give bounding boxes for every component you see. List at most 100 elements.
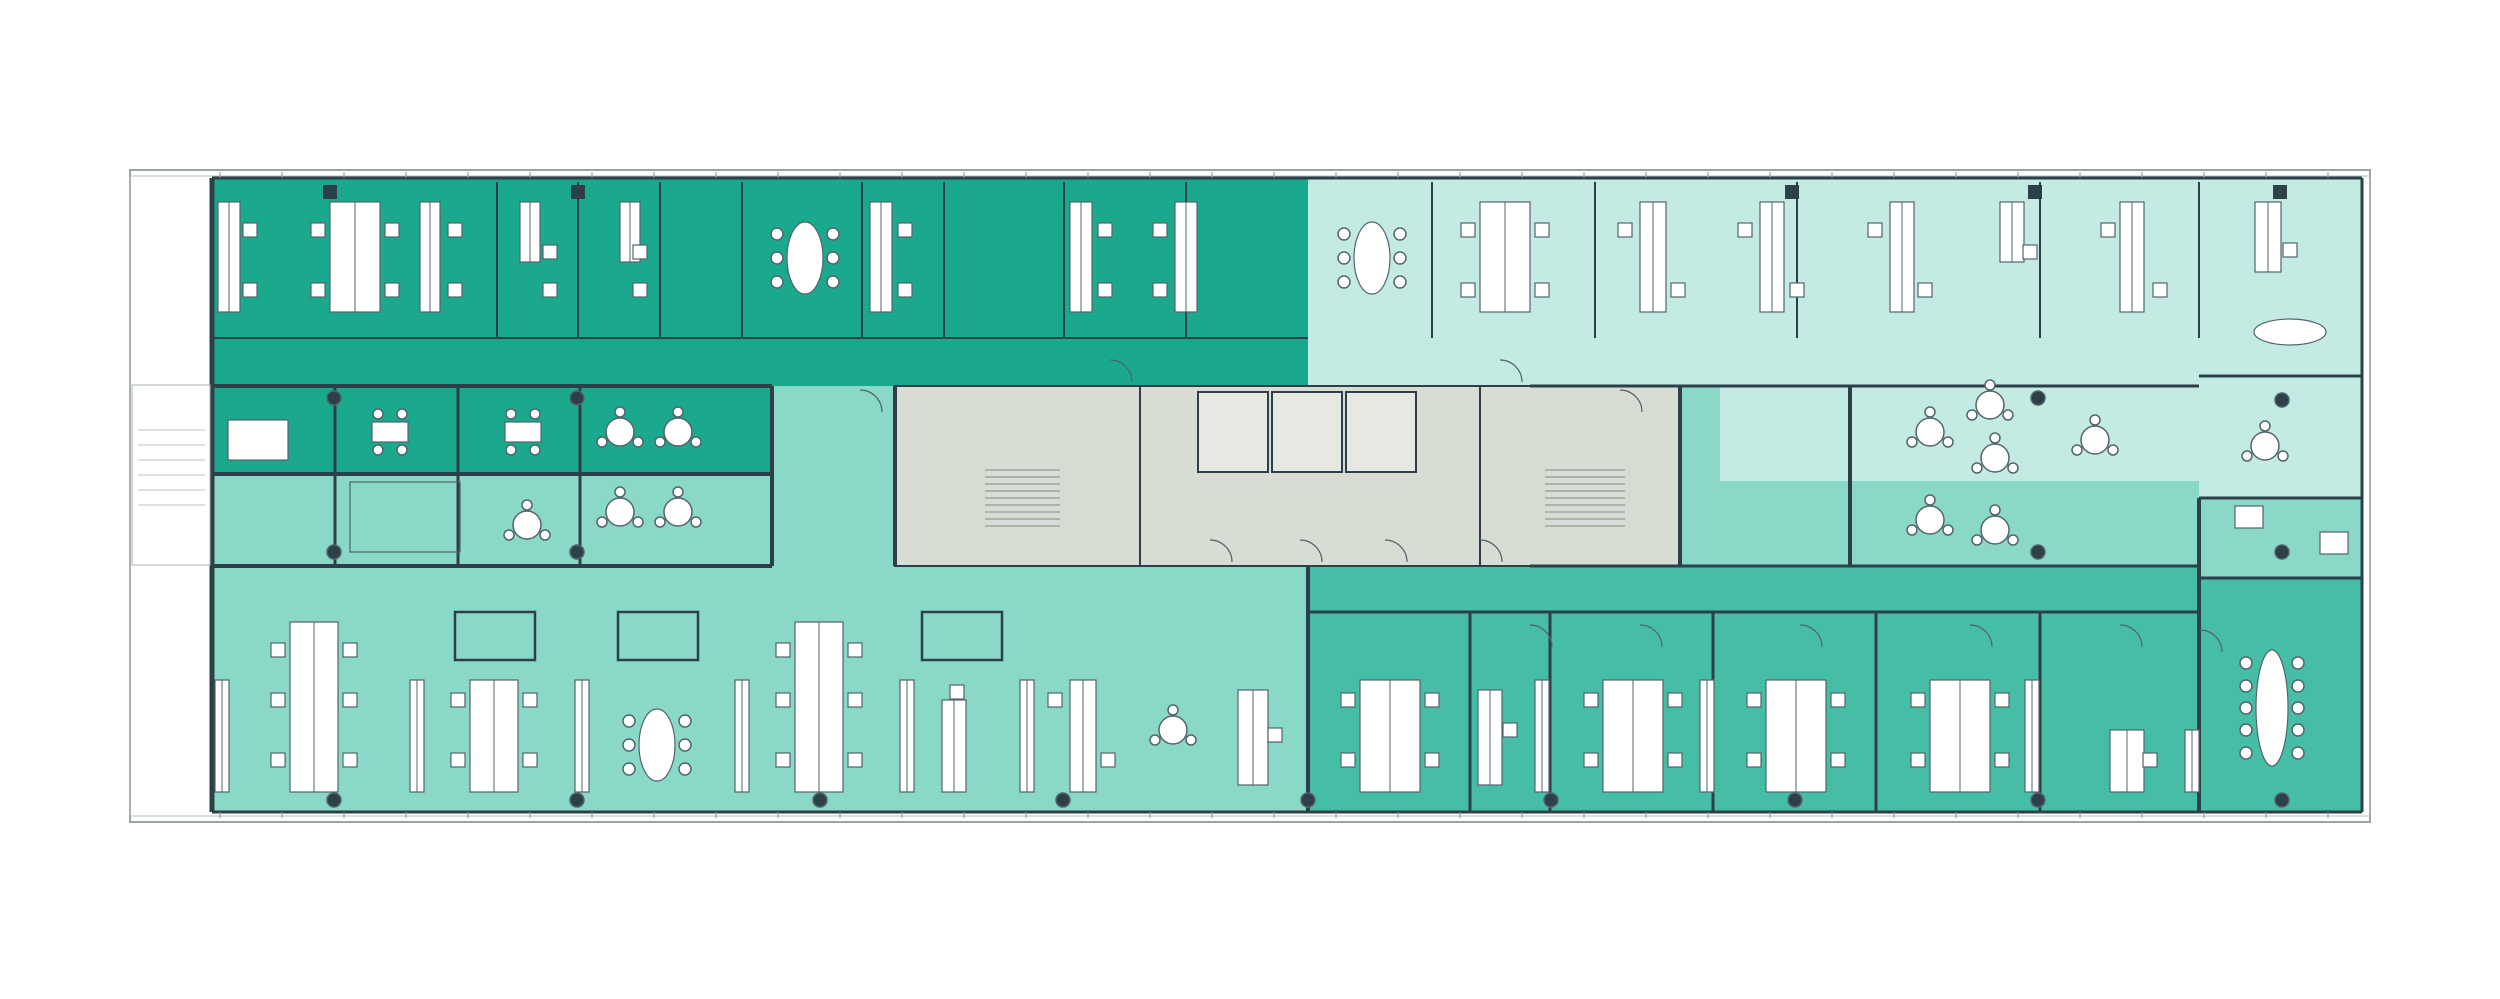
south-west-open-office [212,566,1308,812]
round-table [1975,390,2005,420]
chair [1047,692,1063,708]
chair [2002,409,2014,421]
chair [1185,734,1197,746]
chair [522,692,538,708]
chair [632,516,644,528]
door-swing [1499,359,1523,383]
chair [2259,420,2271,432]
chair [447,222,463,238]
details-layer [129,169,2371,823]
chair [270,752,286,768]
column [2030,544,2046,560]
chair [2239,656,2253,670]
round-table [1915,505,1945,535]
meeting-table [2253,318,2327,346]
core-layer [894,385,1681,567]
walls-layer [209,176,2364,814]
chair [1906,436,1918,448]
chair [654,516,666,528]
armchair [2319,531,2349,555]
chair [1097,222,1113,238]
chair [678,738,692,752]
chair [1583,692,1599,708]
chair [1460,222,1476,238]
chair [2291,723,2305,737]
door-swing [1639,624,1663,648]
chair [1924,406,1936,418]
meeting-table [371,421,409,443]
phone-booth [453,610,537,662]
chair [1460,282,1476,298]
chair [1830,692,1846,708]
north-east-open-office [1308,178,2362,338]
chair [654,436,666,448]
chair [775,752,791,768]
round-table [1980,515,2010,545]
chair [826,251,840,265]
door-swing [1529,624,1553,648]
round-table [1915,417,1945,447]
chair [1502,722,1518,738]
chair [396,408,408,420]
chair [1534,222,1550,238]
chair [2239,679,2253,693]
door-swing [1299,539,1323,563]
chair [596,516,608,528]
chair [622,738,636,752]
door-swing [1969,624,1993,648]
chair [690,516,702,528]
chair [1789,282,1805,298]
door-swing [1209,539,1233,563]
chair [2007,462,2019,474]
chair [847,642,863,658]
chair [270,642,286,658]
chair [2277,450,2289,462]
round-table [1158,715,1188,745]
chair [1867,222,1883,238]
boardroom-table [2255,649,2289,767]
chair [503,529,515,541]
chair [396,444,408,456]
rug [349,481,461,553]
chair [678,714,692,728]
round-table [663,417,693,447]
column [2030,390,2046,406]
round-table [2250,431,2280,461]
door-swing [2199,629,2223,653]
column [326,390,342,406]
column [2030,792,2046,808]
lift-shaft [1197,391,1269,473]
chair [1393,251,1407,265]
round-table [512,510,542,540]
chair [1149,734,1161,746]
chair [897,222,913,238]
chair [2142,752,2158,768]
west-balcony [131,384,211,566]
chair [632,436,644,448]
sofa [227,419,289,461]
chair [505,444,517,456]
east-meeting-area [1720,481,2199,566]
column [2273,185,2287,199]
chair [542,244,558,260]
chair [2282,242,2298,258]
north-east-corridor [1308,338,2199,386]
chair [847,752,863,768]
chair [242,222,258,238]
chair [1989,432,2001,444]
chair [384,222,400,238]
chair [1942,436,1954,448]
column [326,544,342,560]
chair [372,408,384,420]
chair [1424,752,1440,768]
chair [1424,692,1440,708]
chair [1340,752,1356,768]
chair [775,642,791,658]
north-west-corridor [212,338,1308,386]
chair [1994,752,2010,768]
chair [1617,222,1633,238]
chair [342,692,358,708]
chair [632,244,648,260]
chair [1337,251,1351,265]
chair [596,436,608,448]
